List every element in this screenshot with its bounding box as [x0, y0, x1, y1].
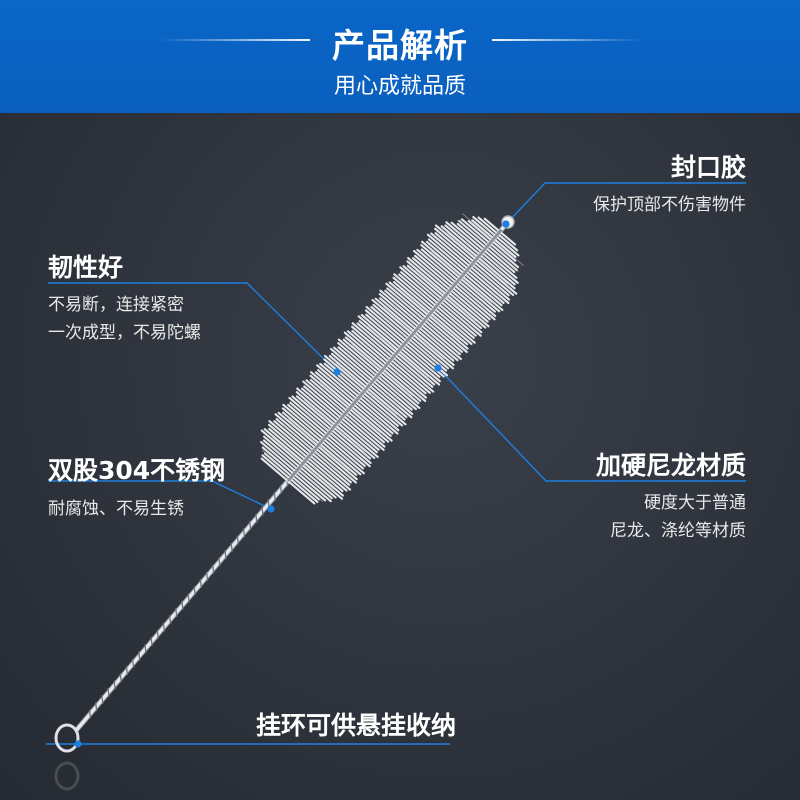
callout-seal-title: 封口胶: [670, 153, 746, 182]
wire-twist: [218, 557, 221, 567]
dot-loop: [74, 740, 82, 748]
callout-nylon-desc-1: 硬度大于普通: [644, 493, 746, 513]
wire-twist: [138, 651, 141, 661]
callout-anchor-dots: [74, 220, 510, 748]
wire-twist: [249, 521, 252, 530]
leader-nylon: [437, 367, 746, 482]
header-banner: 产品解析 用心成就品质: [0, 0, 800, 113]
wire-twist: [261, 506, 264, 516]
wire-twist: [205, 571, 209, 581]
callout-nylon-desc-2: 尼龙、涤纶等材质: [610, 521, 746, 541]
wire-twist: [131, 658, 135, 668]
callout-tough-desc-2: 一次成型，不易陀螺: [48, 323, 201, 343]
dot-nylon: [434, 364, 442, 372]
page-subtitle: 用心成就品质: [333, 74, 466, 99]
callout-loop-title: 挂环可供悬挂收纳: [256, 711, 457, 740]
callout-tough-desc-1: 不易断，连接紧密: [48, 295, 184, 315]
wire-twist: [125, 666, 129, 676]
bristle-core: [286, 228, 503, 482]
wire-twist: [101, 695, 104, 705]
wire-twist: [156, 629, 159, 639]
wire-twist: [224, 550, 227, 559]
wire-twist: [193, 586, 196, 596]
callout-tough-title: 韧性好: [48, 253, 124, 282]
wire-twist: [181, 600, 184, 610]
wire-twist: [175, 608, 178, 618]
wire-twist: [230, 542, 233, 552]
leader-wire: [48, 480, 272, 510]
wire-twist: [279, 484, 283, 494]
wire-twist: [187, 593, 190, 603]
wire-twist: [242, 528, 246, 538]
leader-tough: [48, 282, 338, 373]
wire-twist: [150, 637, 153, 647]
callout-leader-lines: [46, 182, 746, 745]
dot-seal: [502, 220, 510, 228]
wire-twist: [212, 564, 215, 574]
wire-twist: [273, 492, 276, 501]
page-title: 产品解析: [332, 26, 468, 65]
dot-wire: [267, 505, 275, 513]
header-right-rule: [492, 39, 642, 41]
callout-wire-title: 双股304不锈钢: [48, 456, 226, 485]
hanging-loop: [54, 723, 80, 753]
callout-nylon-title: 加硬尼龙材质: [595, 451, 746, 480]
wire-twist: [107, 687, 110, 697]
callout-wire-desc: 耐腐蚀、不易生锈: [48, 499, 184, 519]
wire-twist: [144, 644, 147, 654]
dot-tough: [333, 368, 341, 376]
callout-seal-desc: 保护顶部不伤害物件: [593, 195, 746, 215]
wire-twist: [236, 535, 239, 545]
hanging-loop-reflection: [54, 761, 80, 791]
brush: [54, 213, 524, 791]
wire-twist: [119, 673, 122, 683]
wire-twist: [168, 615, 172, 625]
wire-twist: [88, 709, 92, 719]
wire-twist: [113, 680, 116, 690]
wire-twist: [95, 702, 98, 712]
header-left-rule: [160, 39, 310, 41]
wire-twist: [255, 513, 258, 523]
wire-twist: [162, 622, 166, 632]
leader-seal: [507, 182, 746, 223]
wire-twist: [199, 579, 203, 588]
